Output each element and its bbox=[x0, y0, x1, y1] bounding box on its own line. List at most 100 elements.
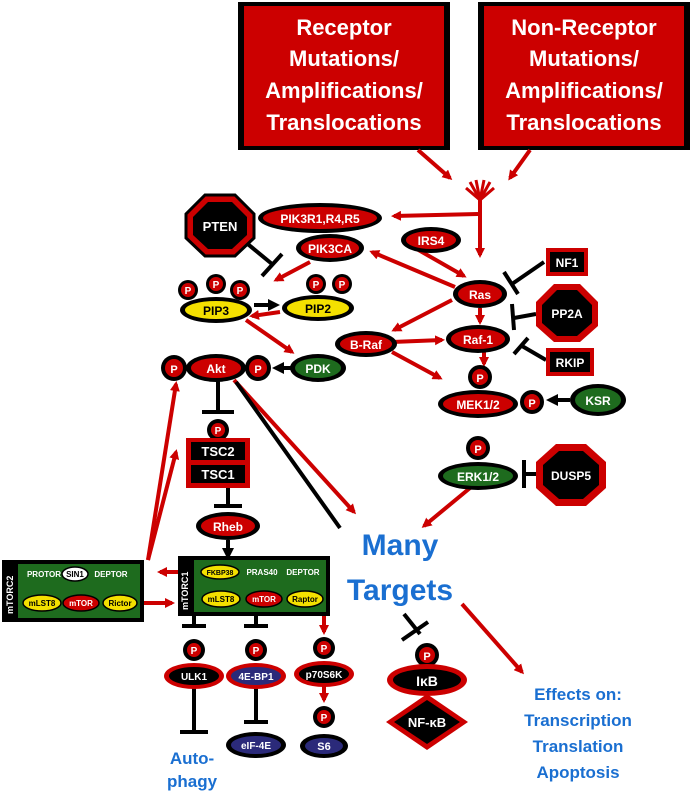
pp2a-node: PP2A bbox=[536, 284, 598, 342]
svg-text:KSR: KSR bbox=[585, 394, 611, 408]
nf1-node: NF1 bbox=[546, 248, 588, 276]
irs4-node: IRS4 bbox=[401, 227, 461, 253]
svg-text:p70S6K: p70S6K bbox=[306, 670, 343, 681]
svg-text:ERK1/2: ERK1/2 bbox=[457, 470, 499, 484]
autophagy-line-2: phagy bbox=[167, 772, 218, 791]
mtor-label: mTOR bbox=[69, 599, 93, 608]
svg-text:4E-BP1: 4E-BP1 bbox=[238, 672, 273, 683]
ksr-node: KSR bbox=[570, 384, 626, 416]
phospho-label: P bbox=[313, 280, 320, 291]
phospho-label: P bbox=[476, 373, 483, 385]
akt-node: P Akt P bbox=[161, 354, 271, 382]
deptor-label: DEPTOR bbox=[286, 568, 319, 577]
mtorc1-label: mTORC1 bbox=[180, 572, 190, 610]
svg-text:PIP3: PIP3 bbox=[203, 304, 229, 318]
pdk-node: PDK bbox=[290, 354, 346, 382]
phospho-label: P bbox=[339, 280, 346, 291]
receptor-line-4: Translocations bbox=[266, 110, 421, 135]
svg-text:DUSP5: DUSP5 bbox=[551, 469, 591, 483]
raf1-node: Raf-1 bbox=[446, 325, 510, 353]
dusp5-node: DUSP5 bbox=[536, 444, 606, 506]
nfkb-node: NF-κB bbox=[386, 694, 468, 750]
tsc2-label: TSC2 bbox=[201, 444, 234, 459]
non-receptor-line-2: Mutations/ bbox=[529, 46, 639, 71]
svg-text:PIP2: PIP2 bbox=[305, 302, 331, 316]
eif4e-node: eIF-4E bbox=[226, 732, 286, 758]
protor-label: PROTOR bbox=[27, 570, 61, 579]
phospho-label: P bbox=[474, 444, 481, 456]
receptor-box: Receptor Mutations/ Amplifications/ Tran… bbox=[238, 2, 450, 150]
raptor-label: Raptor bbox=[292, 595, 318, 604]
svg-text:B-Raf: B-Raf bbox=[350, 338, 383, 352]
svg-text:PTEN: PTEN bbox=[203, 219, 238, 234]
non-receptor-line-4: Translocations bbox=[506, 110, 661, 135]
mtorc2-complex: mTORC2 PROTOR SIN1 DEPTOR mLST8 mTOR Ric… bbox=[2, 560, 144, 622]
non-receptor-line-3: Amplifications/ bbox=[505, 78, 663, 103]
autophagy-line-1: Auto- bbox=[170, 749, 214, 768]
mlst8-label: mLST8 bbox=[208, 595, 235, 604]
svg-text:PDK: PDK bbox=[305, 362, 331, 376]
effects-line-3: Translation bbox=[533, 737, 624, 756]
receptor-line-1: Receptor bbox=[296, 15, 392, 40]
ras-node: Ras bbox=[453, 280, 507, 308]
phospho-label: P bbox=[170, 364, 177, 376]
phospho-label: P bbox=[321, 713, 328, 724]
phospho-label: P bbox=[321, 644, 328, 655]
phospho-label: P bbox=[423, 651, 430, 663]
phospho-label: P bbox=[237, 286, 244, 297]
phospho-label: P bbox=[254, 364, 261, 376]
svg-text:ULK1: ULK1 bbox=[181, 672, 208, 683]
s6-node: P S6 bbox=[300, 706, 348, 758]
braf-node: B-Raf bbox=[335, 331, 397, 357]
mtorc2-label: mTORC2 bbox=[5, 576, 15, 614]
receptor-line-3: Amplifications/ bbox=[265, 78, 423, 103]
many-targets-line-2: Targets bbox=[347, 574, 453, 607]
mek-node: P MEK1/2 P bbox=[438, 365, 544, 418]
pras40-label: PRAS40 bbox=[246, 568, 278, 577]
rictor-label: Rictor bbox=[108, 599, 131, 608]
erk-node: P ERK1/2 bbox=[438, 436, 518, 490]
phospho-label: P bbox=[528, 398, 535, 410]
svg-text:Akt: Akt bbox=[206, 362, 225, 376]
rheb-node: Rheb bbox=[196, 512, 260, 540]
effects-line-4: Apoptosis bbox=[536, 763, 619, 782]
pik3ca-node: PIK3CA bbox=[296, 234, 364, 262]
svg-text:Raf-1: Raf-1 bbox=[463, 333, 493, 347]
ikb-node: P IκB bbox=[387, 643, 467, 696]
tsc1-label: TSC1 bbox=[201, 467, 234, 482]
4ebp1-node: P 4E-BP1 bbox=[226, 639, 286, 689]
pten-node: PTEN bbox=[184, 193, 256, 258]
convergence-burst-icon bbox=[465, 179, 495, 202]
svg-text:PIK3CA: PIK3CA bbox=[308, 242, 352, 256]
tsc-complex: P TSC2 TSC1 bbox=[186, 419, 250, 488]
phospho-label: P bbox=[213, 280, 220, 291]
rkip-node: RKIP bbox=[546, 348, 594, 376]
svg-text:Rheb: Rheb bbox=[213, 520, 243, 534]
svg-text:IRS4: IRS4 bbox=[418, 234, 445, 248]
svg-text:eIF-4E: eIF-4E bbox=[241, 741, 271, 752]
svg-text:NF1: NF1 bbox=[556, 256, 579, 270]
phospho-label: P bbox=[191, 646, 198, 657]
svg-text:NF-κB: NF-κB bbox=[408, 715, 446, 730]
arrows bbox=[142, 148, 532, 703]
non-receptor-box: Non-Receptor Mutations/ Amplifications/ … bbox=[478, 2, 690, 150]
phospho-label: P bbox=[253, 646, 260, 657]
pip3-node: P P P PIP3 bbox=[178, 274, 252, 323]
svg-text:RKIP: RKIP bbox=[556, 356, 585, 370]
deptor-label: DEPTOR bbox=[94, 570, 127, 579]
svg-text:PP2A: PP2A bbox=[551, 307, 583, 321]
p70s6k-node: P p70S6K bbox=[294, 637, 354, 687]
mtor-label: mTOR bbox=[252, 595, 276, 604]
pik3r1-node: PIK3R1,R4,R5 bbox=[258, 203, 382, 233]
black-arrows bbox=[180, 234, 548, 734]
svg-text:IκB: IκB bbox=[416, 673, 438, 689]
ulk1-node: P ULK1 bbox=[164, 639, 224, 689]
phospho-label: P bbox=[215, 426, 222, 437]
svg-text:S6: S6 bbox=[317, 741, 330, 753]
receptor-line-2: Mutations/ bbox=[289, 46, 399, 71]
mtorc1-complex: mTORC1 FKBP38 PRAS40 DEPTOR mLST8 mTOR R… bbox=[178, 556, 330, 616]
fkbp38-label: FKBP38 bbox=[207, 570, 234, 577]
effects-line-1: Effects on: bbox=[534, 685, 622, 704]
mlst8-label: mLST8 bbox=[29, 599, 56, 608]
